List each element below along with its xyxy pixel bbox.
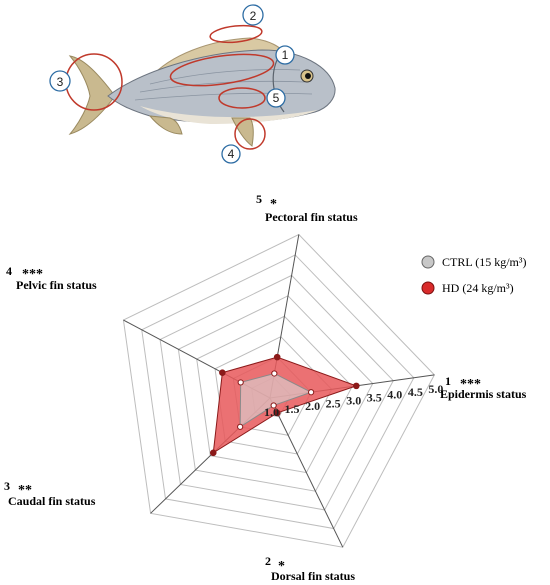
axis-3-number: 3: [4, 479, 10, 493]
fish-body: [107, 49, 336, 123]
point-ctrl-axis-2: [270, 402, 277, 409]
legend-ctrl-label: CTRL (15 kg/m³): [442, 255, 526, 269]
tick-label-3.0: 3.0: [346, 393, 361, 407]
radar-tick-labels: 1.0 1.5 2.0 2.5 3.0 3.5 4.0 4.5 5.0: [264, 382, 443, 419]
legend-hd-label: HD (24 kg/m³): [442, 281, 514, 295]
radar-grid: [122, 233, 435, 548]
axis-2-title: Dorsal fin status: [271, 569, 355, 583]
point-ctrl-axis-1: [307, 389, 315, 396]
tick-label-2.0: 2.0: [305, 399, 320, 413]
axis-1-title: Epidermis status: [440, 387, 527, 401]
fish-gill: [272, 57, 285, 113]
axis-4-significance: ***: [22, 267, 43, 282]
point-hd-axis-3: [209, 449, 217, 457]
callout-circle-4: [221, 144, 241, 164]
ring-pelvic-fin: [234, 118, 266, 150]
callout-number-1: 1: [282, 48, 289, 62]
fish-region-rings: [65, 24, 275, 150]
axis-5-number: 5: [256, 192, 262, 206]
callout-circle-5: [266, 88, 286, 108]
axis-5-title: Pectoral fin status: [265, 210, 358, 224]
fish-stripes: [134, 69, 313, 101]
axis-labels: 5 * Pectoral fin status 4 *** Pelvic fin…: [4, 192, 527, 583]
callout-number-4: 4: [228, 147, 235, 161]
tick-label-5.0: 5.0: [428, 382, 443, 396]
tick-label-4.5: 4.5: [408, 385, 423, 399]
axis-1-significance: ***: [460, 377, 481, 392]
grid-ring-4.0: [159, 274, 394, 511]
tick-label-1.0: 1.0: [264, 405, 279, 419]
axis-3-significance: **: [18, 483, 32, 498]
legend: CTRL (15 kg/m³) HD (24 kg/m³): [421, 255, 526, 295]
point-ctrl-axis-4: [237, 379, 244, 386]
fish-belly: [140, 106, 318, 124]
axis-1-number: 1: [445, 374, 451, 388]
axis-2-significance: *: [278, 559, 285, 574]
ring-dorsal-fin: [209, 24, 263, 44]
axis-2-number: 2: [265, 554, 271, 568]
callout-number-5: 5: [273, 91, 280, 105]
point-ctrl-axis-3: [237, 423, 244, 430]
spoke-axis-2: [269, 397, 344, 548]
tick-label-1.5: 1.5: [285, 402, 300, 416]
axis-4-number: 4: [6, 264, 12, 278]
point-hd-axis-4: [219, 369, 226, 376]
fish-pupil: [305, 73, 311, 79]
grid-ring-4.5: [141, 254, 415, 530]
ring-pectoral-fin: [218, 87, 266, 109]
callout-circle-3: [49, 70, 71, 92]
point-hd-axis-2: [273, 409, 281, 417]
ring-epidermis: [169, 53, 275, 87]
point-ctrl-axis-5: [271, 370, 278, 377]
series-area-ctrl: [239, 372, 313, 428]
grid-ring-3.0: [196, 315, 353, 474]
grid-ring-5.0: [122, 233, 435, 548]
fish-illustration: [68, 37, 336, 147]
axis-3-title: Caudal fin status: [8, 494, 96, 508]
point-hd-axis-5: [273, 353, 281, 361]
callout-circle-1: [275, 45, 295, 65]
point-hd-axis-1: [353, 382, 360, 390]
grid-ring-3.5: [177, 295, 374, 492]
legend-hd-marker: [421, 281, 435, 295]
fish-anal-fin: [148, 115, 183, 135]
callout-circle-2: [242, 4, 264, 26]
tick-label-4.0: 4.0: [387, 388, 402, 402]
tick-label-2.5: 2.5: [326, 396, 341, 410]
radar-series: [209, 353, 360, 457]
callout-number-3: 3: [57, 75, 64, 89]
callout-number-2: 2: [250, 9, 257, 23]
fish-callouts: 1 2 3 4 5: [49, 4, 295, 164]
tick-label-3.5: 3.5: [367, 391, 382, 405]
axis-5-significance: *: [270, 197, 277, 212]
fish-caudal-fin: [68, 55, 113, 135]
legend-ctrl-marker: [421, 255, 435, 269]
axis-4-title: Pelvic fin status: [16, 278, 97, 292]
